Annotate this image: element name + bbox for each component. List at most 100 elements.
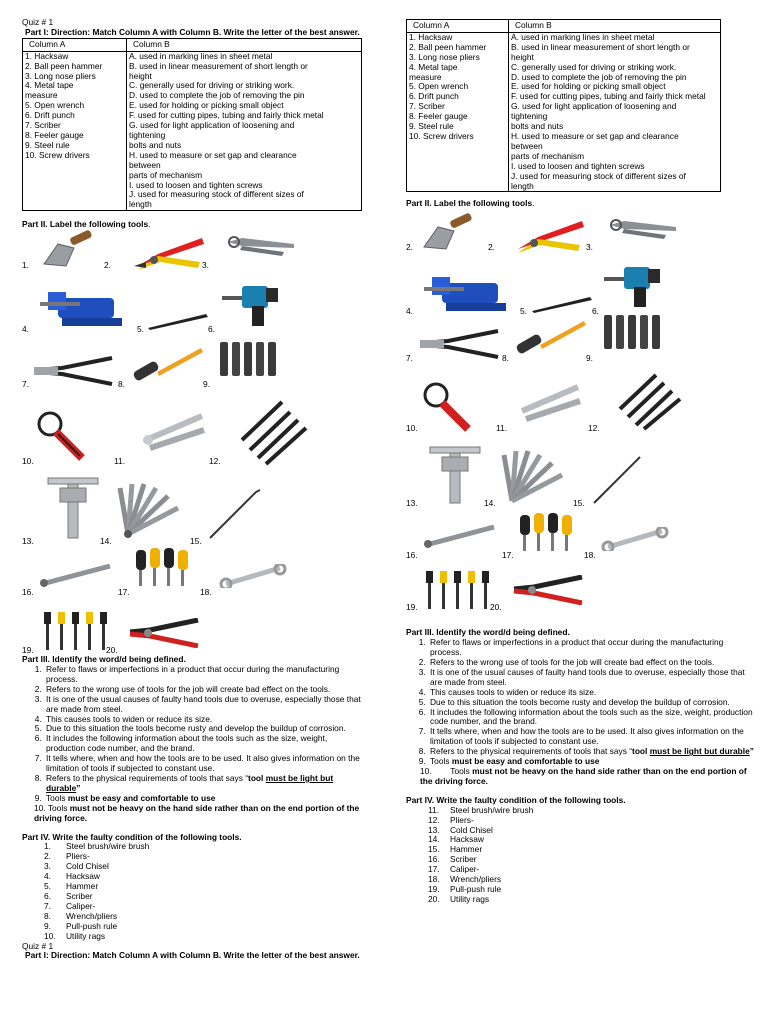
col-b-item: parts of mechanism	[129, 169, 203, 180]
col-a-item: 3. Long nose pliers	[409, 51, 480, 62]
tool-label: 20.	[106, 645, 118, 656]
tin-snips-icon	[420, 329, 499, 360]
col-b-item: E. used for holding or picking small obj…	[511, 81, 666, 92]
definition-item: Due to this situation the tools become r…	[428, 697, 754, 708]
tool-label: 6.	[592, 306, 599, 317]
tool-label: 12.	[588, 423, 600, 434]
col-b-item: D. used to complete the job of removing …	[129, 90, 305, 101]
tool-label: 8.	[118, 379, 125, 390]
column-b-cell: A. used in marking lines in sheet metal …	[126, 50, 362, 212]
col-b-item: A. used in marking lines in sheet metal	[511, 31, 655, 42]
faulty-item: 1.Steel brush/wire brush	[44, 841, 150, 852]
pliers-icon	[134, 238, 204, 271]
bench-vise-icon	[424, 277, 506, 312]
quiz-title-repeat: Quiz # 1	[22, 940, 54, 951]
definition-item: It tells where, when and how the tools a…	[44, 753, 362, 774]
col-b-item: I. used to loosen and tighten screws	[129, 179, 263, 190]
filter-wrench-icon	[37, 411, 85, 461]
chipping-hammer-icon	[222, 286, 278, 327]
definition-item: It is one of the usual causes of faulty …	[428, 667, 754, 688]
chipping-hammer-icon	[604, 267, 660, 308]
col-b-item: E. used for holding or picking small obj…	[129, 100, 284, 111]
tool-label: 17.	[118, 587, 130, 598]
part3-title: Part III. Identify the word/d being defi…	[22, 654, 186, 665]
tool-label: 8.	[502, 353, 509, 364]
definition-item: Refer to flaws or imperfections in a pro…	[428, 637, 754, 658]
scraper-icon	[423, 213, 472, 250]
col-a-item: 4. Metal tape	[25, 80, 74, 91]
col-a-item: 5. Open wrench	[25, 100, 85, 111]
col-b-item: G. used for light application of looseni…	[511, 101, 677, 112]
part3-title: Part III. Identify the word/d being defi…	[406, 627, 570, 638]
tool-label: 3.	[202, 260, 209, 271]
faulty-item: 15.Hammer	[428, 844, 483, 855]
definition-item: Due to this situation the tools become r…	[44, 724, 362, 734]
tool-label: 9.	[586, 353, 593, 364]
tool-label: 18.	[200, 587, 212, 598]
part4-list: 11.Steel brush/wire brush 12.Pliers- 13.…	[406, 804, 754, 905]
torque-wrench-icon	[424, 524, 495, 549]
faulty-item: 19.Pull-push rule	[428, 883, 502, 894]
screwdriver-set-icon	[44, 612, 107, 651]
part1-direction: Part I: Direction: Match Column A with C…	[25, 26, 360, 37]
column-b-cell: A. used in marking lines in sheet metal …	[508, 31, 721, 193]
part3-list: Refer to flaws or imperfections in a pro…	[22, 664, 362, 804]
tool-label: 14.	[100, 536, 112, 547]
tool-label: 5.	[520, 306, 527, 317]
faulty-item: 17.Caliper-	[428, 864, 480, 875]
col-a-item: 8. Feeler gauge	[25, 129, 84, 140]
col-b-item: A. used in marking lines in sheet metal	[129, 50, 273, 61]
col-a-item: 4. Metal tape	[409, 61, 458, 72]
column-a-header: Column A	[406, 19, 509, 33]
tin-snips-icon	[34, 356, 113, 387]
tool-pictures: 1. 2. 3. 4. 5.	[22, 230, 362, 655]
faulty-item: 18.Wrench/pliers	[428, 874, 502, 885]
col-a-item: 10. Screw drivers	[25, 149, 90, 160]
part4-title: Part IV. Write the faulty condition of t…	[406, 794, 626, 805]
col-b-item: J. used for measuring stock of different…	[129, 189, 304, 200]
col-b-item: F. used for cutting pipes, tubing and fa…	[129, 110, 324, 121]
tool-label: 20.	[490, 602, 502, 613]
col-b-item: length	[511, 180, 534, 191]
matching-table-right: Column A Column B 1. Hacksaw 2. Ball pee…	[406, 19, 721, 193]
definition-item: Refers to the physical requirements of t…	[428, 746, 754, 757]
col-a-item: 5. Open wrench	[409, 81, 469, 92]
definition-item-10: 10. Tools must not be heavy on the hand …	[420, 766, 747, 786]
tool-label: 11.	[114, 456, 126, 467]
col-a-item: 2. Ball peen hammer	[25, 60, 103, 71]
faulty-item: 8.Wrench/pliers	[44, 910, 118, 921]
column-b-header: Column B	[126, 37, 362, 52]
bench-vise-icon	[40, 292, 122, 327]
definition-item: Refers to the physical requirements of t…	[44, 773, 362, 794]
part4-title: Part IV. Write the faulty condition of t…	[22, 831, 242, 842]
faulty-item: 10.Utility rags	[44, 930, 106, 941]
vernier-caliper-icon	[47, 477, 99, 539]
faulty-item: 11.Steel brush/wire brush	[428, 804, 534, 815]
pliers-icon	[518, 221, 584, 254]
drift-punch-icon	[532, 297, 592, 314]
col-b-item: H. used to measure or set gap and cleara…	[511, 130, 679, 141]
col-b-item: bolts and nuts	[129, 139, 182, 150]
col-b-item: height	[511, 51, 534, 62]
tool-label: 15.	[573, 498, 585, 509]
definition-item: Refers to the wrong use of tools for the…	[428, 657, 754, 668]
tool-label: 17.	[502, 550, 514, 561]
open-wrench-icon	[143, 413, 205, 451]
ball-peen-hammer-icon	[516, 321, 586, 354]
scraper-icon	[43, 230, 92, 267]
tool-pictures-right: 2. 2. 3. 4. 5. 6.	[406, 209, 754, 619]
col-b-item: B. used in linear measurement of short l…	[511, 41, 690, 52]
col-a-item: measure	[409, 71, 442, 82]
col-b-item: length	[129, 199, 152, 210]
tool-label: 2.	[104, 260, 111, 271]
definition-item: It includes the following information ab…	[428, 707, 754, 728]
col-b-item: C. generally used for driving or strikin…	[129, 80, 295, 91]
definition-item: It tells where, when and how the tools a…	[428, 726, 754, 747]
definition-item: Tools must be easy and comfortable to us…	[428, 756, 754, 767]
tool-label: 19.	[406, 602, 418, 613]
col-b-item: between	[129, 159, 161, 170]
definition-item: Tools must be easy and comfortable to us…	[44, 793, 362, 804]
definition-item: Refer to flaws or imperfections in a pro…	[44, 664, 362, 685]
tool-label: 16.	[22, 587, 34, 598]
column-a-cell: 1. Hacksaw 2. Ball peen hammer 3. Long n…	[22, 50, 127, 212]
